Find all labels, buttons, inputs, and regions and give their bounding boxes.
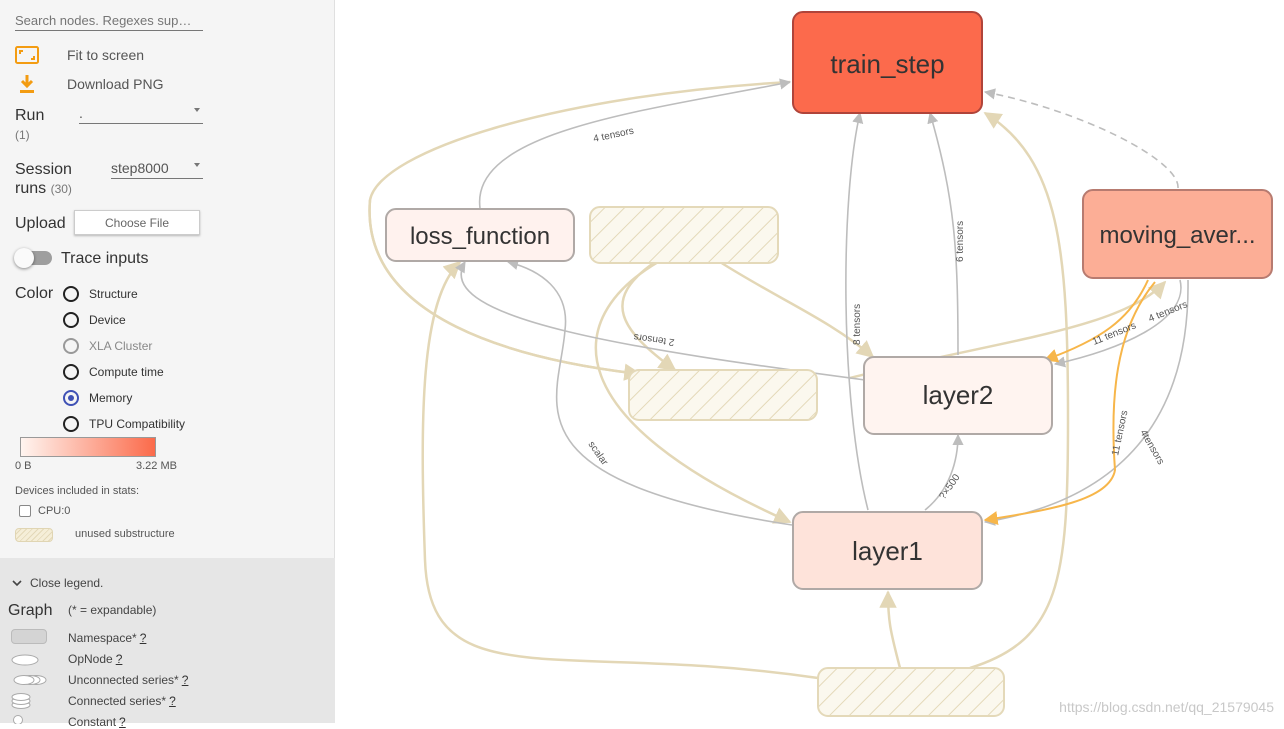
- graph-svg: 4 tensors 2 tensors 6 tensors 8 tensors …: [368, 11, 1273, 717]
- radio-icon: [63, 416, 79, 432]
- edge-label: scalar: [586, 439, 611, 468]
- constant-shape-icon: [13, 715, 23, 724]
- run-value: .: [79, 105, 83, 121]
- node-loss-function[interactable]: loss_function: [385, 208, 575, 262]
- legend-unconnected-series: Unconnected series*?: [68, 673, 189, 687]
- legend-connected-series: Connected series*?: [68, 694, 176, 708]
- unused-substructure-swatch: [15, 528, 53, 542]
- watermark: https://blog.csdn.net/qq_21579045: [1059, 699, 1274, 715]
- radio-icon: [63, 286, 79, 302]
- node-layer1[interactable]: layer1: [792, 511, 983, 590]
- color-radio-compute-time[interactable]: Compute time: [63, 363, 164, 381]
- radio-icon: [63, 312, 79, 328]
- fit-to-screen-button[interactable]: Fit to screen: [15, 44, 144, 66]
- node-label: layer2: [923, 380, 994, 410]
- edge-labels: 4 tensors 2 tensors 6 tensors 8 tensors …: [586, 126, 1190, 502]
- run-label: Run: [15, 107, 45, 124]
- unused-node[interactable]: [817, 667, 1005, 717]
- radio-icon: [63, 338, 79, 354]
- opnode-shape-icon: [11, 654, 39, 666]
- memory-min: 0 B: [15, 460, 32, 472]
- session-count: (30): [50, 182, 72, 196]
- edge-label: 4tensors: [1137, 428, 1166, 467]
- close-legend-label: Close legend.: [30, 576, 104, 590]
- toggle-knob: [14, 248, 34, 268]
- chevron-down-icon: [194, 108, 200, 112]
- download-png-button[interactable]: Download PNG: [15, 73, 164, 95]
- graph-label: Graph: [8, 602, 53, 619]
- node-label: moving_aver...: [1099, 222, 1255, 249]
- help-link[interactable]: ?: [169, 694, 176, 708]
- help-link[interactable]: ?: [181, 673, 189, 687]
- edge-label: 6 tensors: [955, 221, 966, 262]
- node-train-step[interactable]: train_step: [792, 11, 983, 114]
- trace-inputs-toggle[interactable]: [14, 248, 52, 268]
- node-label: layer1: [852, 536, 923, 566]
- node-label: train_step: [830, 49, 944, 79]
- color-radio-memory[interactable]: Memory: [63, 389, 132, 407]
- choose-file-button[interactable]: Choose File: [74, 210, 200, 235]
- legend-namespace: Namespace*?: [68, 631, 147, 645]
- edge-label: 4 tensors: [592, 126, 635, 145]
- legend-opnode: OpNode?: [68, 652, 123, 666]
- unused-nodes: [589, 206, 1005, 717]
- run-dropdown[interactable]: .: [79, 105, 203, 124]
- help-link[interactable]: ?: [119, 715, 126, 729]
- node-layer2[interactable]: layer2: [863, 356, 1053, 435]
- download-png-label: Download PNG: [67, 76, 164, 92]
- search-input[interactable]: [15, 10, 203, 31]
- close-legend-button[interactable]: Close legend.: [12, 576, 103, 590]
- connected-series-shape-icon: [11, 693, 31, 709]
- download-icon: [20, 75, 34, 93]
- trace-inputs-label: Trace inputs: [61, 250, 149, 267]
- ref-edges: [983, 279, 1156, 526]
- legend-constant: Constant?: [68, 715, 126, 729]
- memory-gradient-bar: [20, 437, 156, 457]
- color-radio-xla-cluster[interactable]: XLA Cluster: [63, 337, 152, 355]
- unused-node[interactable]: [589, 206, 779, 264]
- fit-to-screen-label: Fit to screen: [67, 47, 145, 63]
- session-runs-label: runs (30): [15, 180, 72, 197]
- session-label: Session: [15, 161, 72, 178]
- radio-checked-icon: [63, 390, 79, 406]
- help-link[interactable]: ?: [139, 631, 147, 645]
- node-moving-average[interactable]: moving_aver...: [1082, 189, 1273, 279]
- unconnected-series-shape-icon: [13, 675, 47, 685]
- device-cpu-checkbox[interactable]: [19, 505, 31, 517]
- chevron-down-icon: [12, 580, 22, 587]
- help-link[interactable]: ?: [115, 652, 123, 666]
- devices-label: Devices included in stats:: [15, 485, 140, 497]
- unused-node[interactable]: [628, 369, 818, 421]
- data-edges: [455, 78, 1189, 526]
- color-label: Color: [15, 285, 54, 302]
- expandable-note: (* = expandable): [68, 603, 157, 617]
- memory-max: 3.22 MB: [136, 460, 177, 472]
- fit-to-screen-icon: [15, 46, 39, 64]
- unused-edges: [368, 80, 1167, 680]
- color-radio-structure[interactable]: Structure: [63, 285, 138, 303]
- edge-label: ?×500: [937, 472, 962, 502]
- color-radio-tpu-compatibility[interactable]: TPU Compatibility: [63, 415, 185, 433]
- chevron-down-icon: [194, 163, 200, 167]
- session-runs-dropdown[interactable]: step8000: [111, 160, 203, 179]
- unused-substructure-label: unused substructure: [75, 528, 175, 540]
- edge-label: 4 tensors: [1147, 299, 1189, 325]
- node-label: loss_function: [410, 223, 550, 250]
- radio-icon: [63, 364, 79, 380]
- edge-label: 8 tensors: [852, 304, 863, 345]
- session-value: step8000: [111, 160, 169, 176]
- color-radio-device[interactable]: Device: [63, 311, 126, 329]
- upload-label: Upload: [15, 215, 66, 232]
- edge-label: 2 tensors: [633, 331, 675, 348]
- namespace-shape-icon: [11, 629, 47, 644]
- device-cpu-label: CPU:0: [38, 505, 71, 517]
- graph-canvas[interactable]: 4 tensors 2 tensors 6 tensors 8 tensors …: [335, 0, 1284, 723]
- legend-panel: Close legend. Graph (* = expandable) Nam…: [0, 558, 335, 729]
- run-count: (1): [15, 128, 30, 142]
